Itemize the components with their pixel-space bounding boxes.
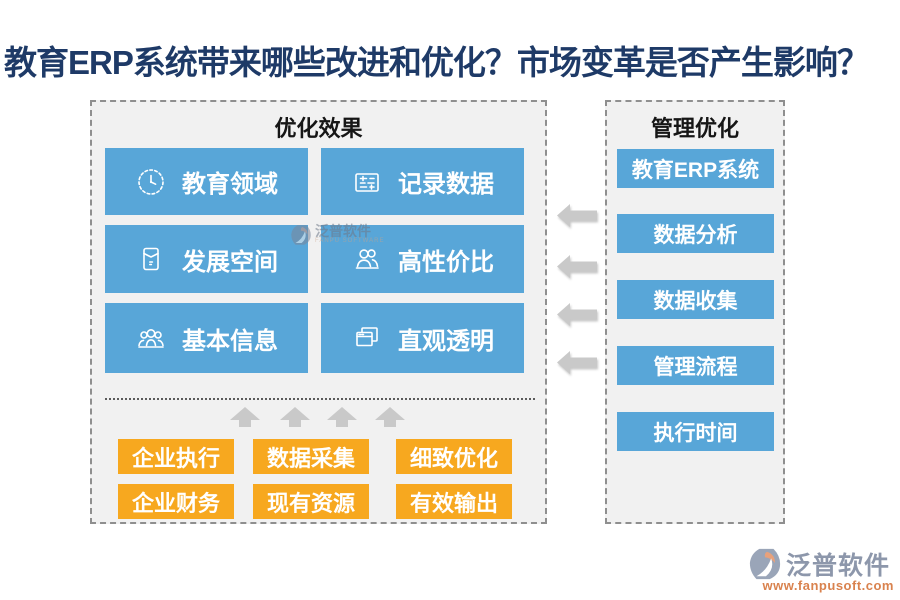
factor-box-effective-output: 有效输出: [396, 484, 512, 519]
left-arrow-icon: [557, 255, 597, 278]
management-optimization-panel: 管理优化 教育ERP系统 数据分析 数据收集 管理流程 执行时间: [605, 100, 785, 524]
effect-box-cost-performance: 高性价比: [321, 225, 524, 293]
optimization-effects-panel: 优化效果 教育领域 记录数据 发展空间 高性价比: [90, 100, 547, 524]
right-panel-header: 管理优化: [650, 116, 739, 141]
left-arrow-icon: [557, 351, 597, 374]
effect-box-basic-info: 基本信息: [105, 303, 308, 373]
effect-box-label: 发展空间: [182, 248, 278, 276]
mgmt-box-education-erp: 教育ERP系统: [617, 149, 774, 188]
factor-box-enterprise-finance: 企业财务: [118, 484, 234, 519]
watermark-subtext: FANPU SOFTWARE: [315, 238, 385, 244]
effect-box-label: 记录数据: [398, 171, 494, 198]
watermark-logo-icon: [290, 224, 312, 246]
two-users-icon: [351, 243, 383, 275]
footer-url: www.fanpusoft.com: [762, 578, 894, 593]
left-arrow-icon: [557, 303, 597, 326]
dotted-separator: [105, 398, 535, 400]
up-arrow-icon: [375, 407, 405, 427]
factor-box-enterprise-execution: 企业执行: [118, 439, 234, 474]
up-arrow-icon: [327, 407, 357, 427]
footer-brand-name: 泛普软件: [786, 552, 891, 580]
mgmt-box-data-gathering: 数据收集: [617, 280, 774, 319]
watermark-brand: 泛普软件: [315, 223, 371, 239]
effect-box-label: 高性价比: [398, 248, 494, 276]
record-form-icon: [351, 166, 383, 198]
effect-box-transparent: 直观透明: [321, 303, 524, 373]
factor-box-existing-resources: 现有资源: [253, 484, 369, 519]
envelope-icon: [135, 243, 167, 275]
effect-box-education-field: 教育领域: [105, 148, 308, 215]
mgmt-box-execution-time: 执行时间: [617, 412, 774, 451]
fanpu-logo-icon: [748, 547, 782, 581]
effect-box-development-space: 发展空间: [105, 225, 308, 293]
factor-box-fine-optimization: 细致优化: [396, 439, 512, 474]
watermark: 泛普软件 FANPU SOFTWARE: [290, 224, 384, 246]
effect-box-label: 基本信息: [182, 327, 278, 355]
page-title: 教育ERP系统带来哪些改进和优化？市场变革是否产生影响？: [4, 44, 870, 81]
factor-box-data-collection: 数据采集: [253, 439, 369, 474]
effect-box-record-data: 记录数据: [321, 148, 524, 215]
effect-box-label: 教育领域: [182, 171, 278, 198]
windows-icon: [351, 322, 383, 354]
up-arrow-icon: [280, 407, 310, 427]
mgmt-box-management-process: 管理流程: [617, 346, 774, 385]
left-panel-header: 优化效果: [274, 116, 363, 141]
clock-icon: [135, 166, 167, 198]
user-group-icon: [135, 322, 167, 354]
footer-brand-block: 泛普软件 www.fanpusoft.com: [748, 546, 894, 593]
left-arrow-icon: [557, 204, 597, 227]
mgmt-box-data-analysis: 数据分析: [617, 214, 774, 253]
effect-box-label: 直观透明: [398, 327, 494, 355]
up-arrow-icon: [230, 407, 260, 427]
